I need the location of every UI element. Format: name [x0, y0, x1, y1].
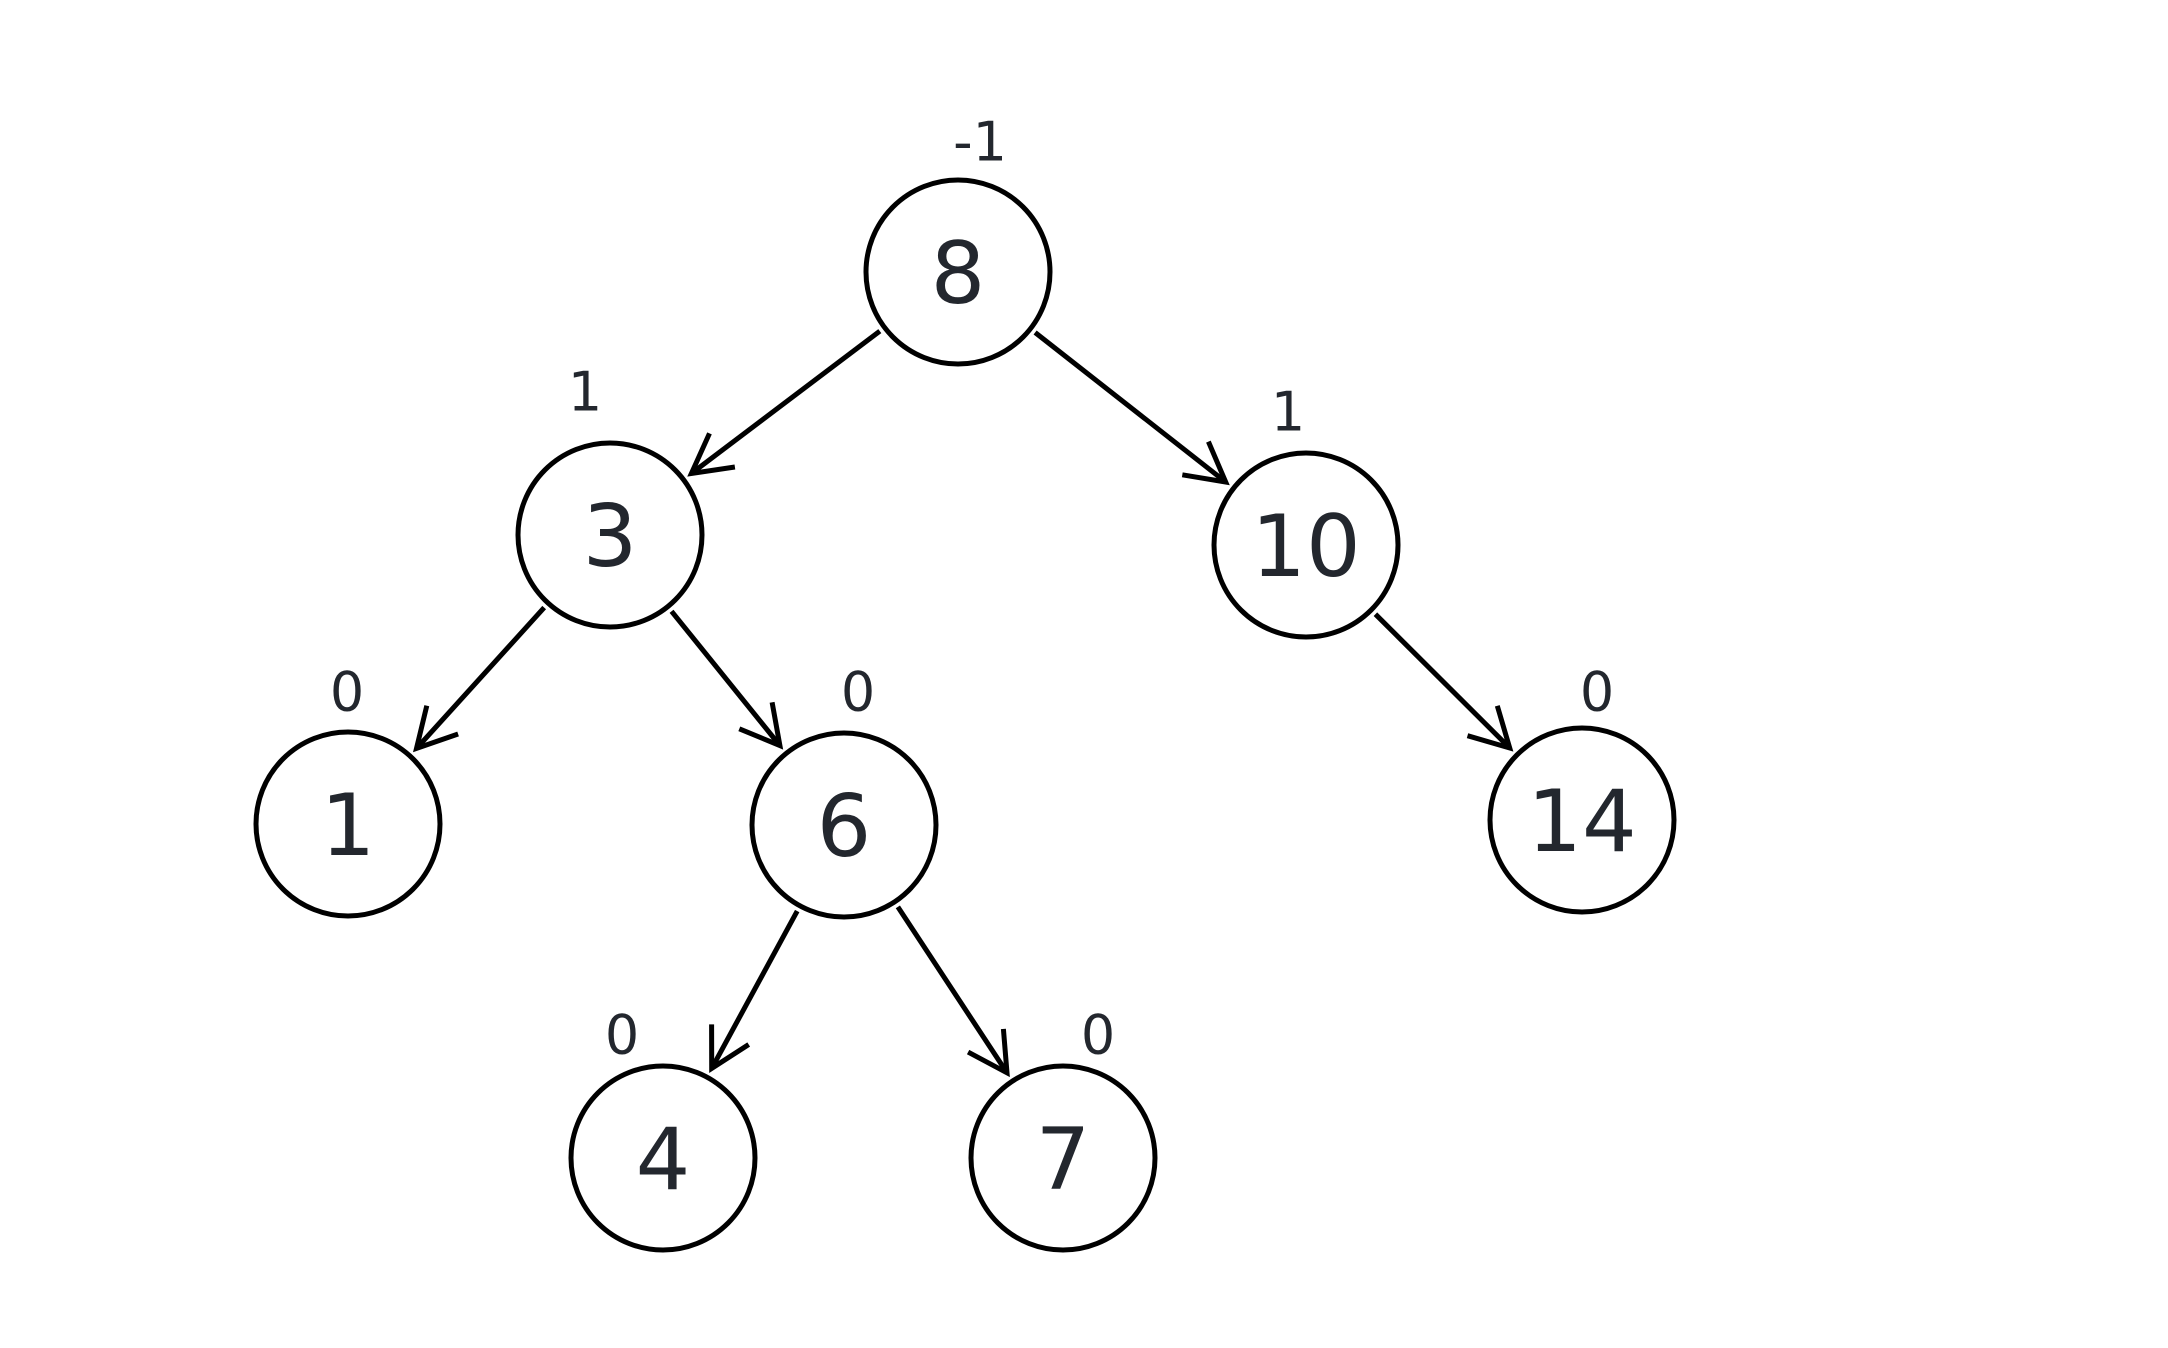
tree-node-7[interactable]: 7 [968, 1063, 1158, 1253]
edge-line [895, 905, 1010, 1075]
tree-edge-n3-n1 [412, 605, 547, 753]
edge-line [669, 609, 782, 748]
edge-line [709, 909, 800, 1070]
tree-edge-n10-n14 [1373, 612, 1514, 752]
node-circle[interactable] [968, 1063, 1158, 1253]
node-circle[interactable] [1487, 725, 1677, 915]
tree-node-6[interactable]: 6 [749, 730, 939, 920]
edge-arrowhead-icon [687, 432, 736, 477]
edge-arrowhead-icon [709, 1024, 751, 1073]
node-value-label: 8 [931, 224, 986, 324]
balance-factor-label-3: 1 [568, 361, 602, 424]
node-circle[interactable] [863, 177, 1053, 367]
tree-node-14[interactable]: 14 [1487, 725, 1677, 915]
edge-line [414, 605, 547, 751]
tree-edge-n6-n7 [895, 905, 1010, 1078]
node-value-label: 4 [636, 1110, 691, 1210]
tree-edge-n8-n10 [1033, 330, 1230, 486]
tree-node-10[interactable]: 10 [1211, 450, 1401, 640]
tree-node-4[interactable]: 4 [568, 1063, 758, 1253]
node-value-label: 14 [1527, 772, 1636, 872]
node-circle[interactable] [1211, 450, 1401, 640]
balance-factor-label-10: 1 [1271, 381, 1305, 444]
edge-arrowhead-icon [738, 701, 784, 750]
node-circle[interactable] [515, 440, 705, 630]
balance-factor-label-6: 0 [841, 661, 875, 724]
edge-line [1373, 612, 1512, 750]
balance-factor-label-8: -1 [953, 111, 1007, 174]
tree-node-1[interactable]: 1 [253, 729, 443, 919]
balance-factor-label-14: 0 [1580, 661, 1614, 724]
tree-edge-n3-n6 [669, 609, 784, 750]
edge-arrowhead-icon [1466, 705, 1514, 752]
node-circle[interactable] [749, 730, 939, 920]
tree-edge-n6-n4 [709, 909, 800, 1073]
balance-factor-label-1: 0 [330, 661, 364, 724]
edge-arrowhead-icon [412, 705, 459, 753]
node-circle[interactable] [253, 729, 443, 919]
edge-arrowhead-icon [966, 1028, 1010, 1078]
balance-factor-label-4: 0 [605, 1004, 639, 1067]
edge-line [689, 329, 882, 476]
balance-factor-label-7: 0 [1081, 1004, 1115, 1067]
tree-edge-n8-n3 [687, 329, 882, 477]
edge-line [1033, 330, 1228, 485]
edge-layer [412, 329, 1514, 1078]
tree-node-3[interactable]: 3 [515, 440, 705, 630]
node-value-label: 10 [1251, 497, 1360, 597]
node-value-label: 3 [583, 487, 638, 587]
node-value-label: 6 [817, 777, 872, 877]
tree-node-8[interactable]: 8 [863, 177, 1053, 367]
node-circle[interactable] [568, 1063, 758, 1253]
node-value-label: 1 [321, 776, 376, 876]
edge-arrowhead-icon [1181, 440, 1230, 486]
node-value-label: 7 [1036, 1110, 1091, 1210]
